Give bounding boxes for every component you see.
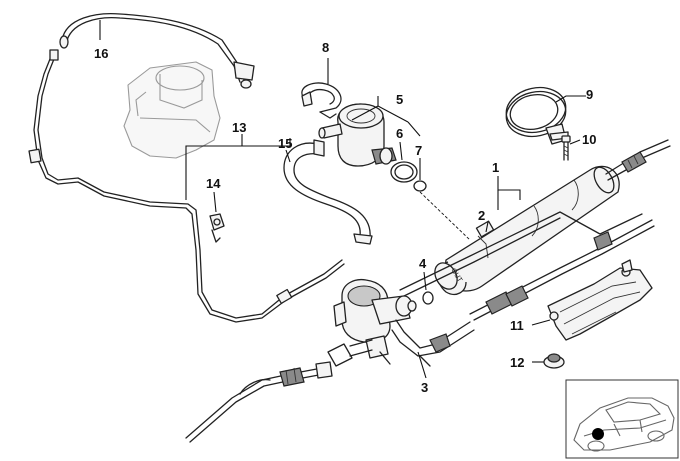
- callout-5: 5: [396, 92, 403, 107]
- callout-1: 1: [492, 160, 499, 175]
- fuel-lines-lower-right: [399, 211, 655, 321]
- callout-11: 11: [510, 318, 524, 333]
- fuel-line-upper-right: [605, 139, 671, 181]
- callout-6: 6: [396, 126, 403, 141]
- background-canister-ghost: [123, 61, 221, 159]
- leader-lines: [99, 20, 586, 379]
- callout-labels: 16 8 5 6 7 9 10 1 2 13 15 14 4 3 11 12: [94, 40, 596, 395]
- callout-9: 9: [586, 87, 593, 102]
- part-4-o-ring: [422, 291, 434, 305]
- location-marker-icon: [592, 428, 604, 440]
- part-5-pressure-regulator: [318, 103, 397, 167]
- callout-12: 12: [510, 355, 524, 370]
- inset-frame: [565, 379, 679, 459]
- part-3-fuel-line-assembly: [327, 278, 475, 367]
- part-10-screw: [561, 135, 571, 161]
- part-12-grommet: [543, 353, 565, 369]
- part-7-seal-ring: [413, 180, 427, 192]
- callout-8: 8: [322, 40, 329, 55]
- part-1-fuel-filter: OUT: [434, 165, 620, 296]
- part-6-o-ring: [390, 161, 418, 183]
- callout-3: 3: [421, 380, 428, 395]
- callout-13: 13: [232, 120, 246, 135]
- part-16-vent-line: [28, 12, 345, 323]
- callout-10: 10: [582, 132, 596, 147]
- part-11-heat-shield: [547, 259, 653, 341]
- callout-7: 7: [415, 143, 422, 158]
- part-8-retaining-bracket: [301, 82, 342, 119]
- callout-4: 4: [419, 256, 427, 271]
- fuel-line-lower-left: [185, 361, 333, 443]
- callout-15: 15: [278, 136, 292, 151]
- callout-2: 2: [478, 208, 485, 223]
- callout-14: 14: [206, 176, 221, 191]
- part-9-clamp-band: [505, 86, 569, 145]
- vehicle-locator-inset: [565, 379, 679, 459]
- part-15-hose: [283, 139, 373, 245]
- callout-16: 16: [94, 46, 108, 61]
- part-14-clip: [209, 213, 225, 243]
